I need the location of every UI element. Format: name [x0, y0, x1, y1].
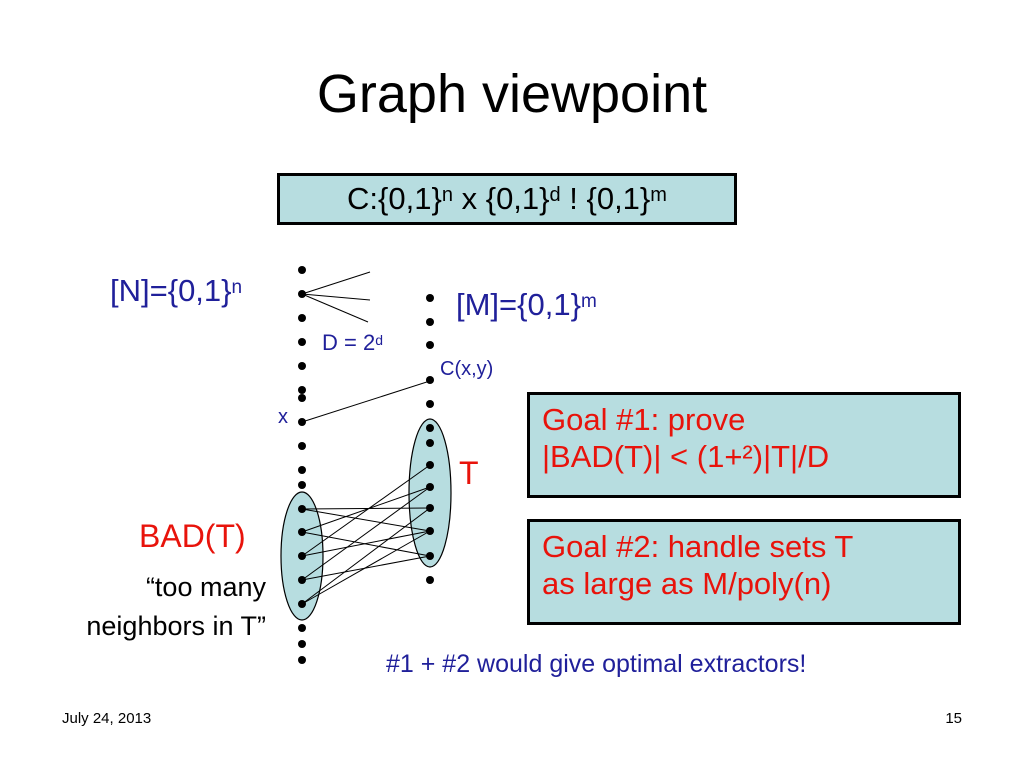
- vertex: [426, 483, 434, 491]
- vertex: [298, 266, 306, 274]
- right-set-exp: m: [580, 291, 597, 312]
- formula-arrow: ! {0,1}: [560, 181, 651, 216]
- edge: [301, 508, 431, 532]
- bad-set-description: “too many neighbors in T”: [20, 568, 266, 646]
- goal-2-line2: as large as M/poly(n): [542, 566, 832, 601]
- vertex: [298, 640, 306, 648]
- formula-exp-d: d: [549, 184, 561, 206]
- left-set-exp: n: [231, 277, 243, 298]
- vertex: [426, 576, 434, 584]
- vertex: [426, 527, 434, 535]
- edge: [301, 293, 371, 301]
- edge: [301, 271, 371, 295]
- vertex: [426, 552, 434, 560]
- vertex: [426, 341, 434, 349]
- footer-date: July 24, 2013: [62, 710, 152, 727]
- edge: [301, 507, 431, 510]
- degree-label: D = 2d: [322, 330, 383, 356]
- formula-exp-m: m: [650, 184, 667, 206]
- edge-label-cxy: C(x,y): [440, 358, 494, 380]
- vertex: [298, 552, 306, 560]
- vertex: [298, 481, 306, 489]
- vertex: [298, 442, 306, 450]
- vertex: [298, 624, 306, 632]
- edge: [301, 464, 431, 557]
- goal-1-line2: |BAD(T)| < (1+²)|T|/D: [542, 439, 830, 474]
- left-set-label: [N]={0,1}n: [110, 273, 242, 309]
- bad-description-line1: “too many: [145, 572, 266, 602]
- vertex: [426, 318, 434, 326]
- vertex: [298, 656, 306, 664]
- vertex: [298, 528, 306, 536]
- vertex: [426, 461, 434, 469]
- set-t-label: T: [459, 455, 479, 491]
- vertex: [426, 504, 434, 512]
- conclusion-text: #1 + #2 would give optimal extractors!: [386, 650, 807, 678]
- vertex: [426, 424, 434, 432]
- right-vertices: [426, 294, 434, 584]
- bad-set-label: BAD(T): [139, 518, 246, 554]
- goal-1-box: Goal #1: prove |BAD(T)| < (1+²)|T|/D: [527, 392, 961, 498]
- vertex: [298, 338, 306, 346]
- vertex: [426, 400, 434, 408]
- formula-box: C:{0,1}n x {0,1}d ! {0,1}m: [277, 173, 737, 225]
- vertex-x-label: x: [278, 406, 288, 428]
- goal-1-line1: Goal #1: prove: [542, 402, 746, 437]
- goal-2-line1: Goal #2: handle sets T: [542, 529, 854, 564]
- vertex: [426, 294, 434, 302]
- vertex: [298, 505, 306, 513]
- vertex: [298, 394, 306, 402]
- page-number: 15: [945, 710, 962, 727]
- t-set-ellipse: [408, 418, 452, 568]
- vertex-x: [298, 418, 306, 426]
- edge-x-cxy: [301, 379, 434, 423]
- formula-exp-n: n: [441, 184, 453, 206]
- edge: [301, 530, 431, 557]
- goal-2-box: Goal #2: handle sets T as large as M/pol…: [527, 519, 961, 625]
- vertex: [298, 314, 306, 322]
- vertex: [298, 290, 306, 298]
- vertex: [298, 386, 306, 394]
- vertex: [298, 362, 306, 370]
- degree-base: D = 2: [322, 330, 376, 355]
- formula-c-prefix: C:{0,1}: [347, 181, 442, 216]
- vertex: [298, 600, 306, 608]
- vertex: [426, 439, 434, 447]
- vertex: [298, 466, 306, 474]
- bad-description-line2: neighbors in T”: [86, 611, 266, 641]
- edge: [301, 486, 431, 581]
- right-set-base: [M]={0,1}: [456, 287, 581, 322]
- degree-exp: d: [375, 332, 383, 348]
- edge: [301, 507, 431, 605]
- vertex-cxy: [426, 376, 434, 384]
- vertex: [298, 576, 306, 584]
- edge: [301, 486, 431, 533]
- edge: [301, 293, 369, 323]
- slide-title: Graph viewpoint: [316, 64, 708, 124]
- left-set-base: [N]={0,1}: [110, 273, 232, 308]
- right-set-label: [M]={0,1}m: [456, 287, 597, 323]
- left-vertices: [298, 266, 306, 664]
- formula-mid: x {0,1}: [452, 181, 550, 216]
- edge: [301, 530, 431, 605]
